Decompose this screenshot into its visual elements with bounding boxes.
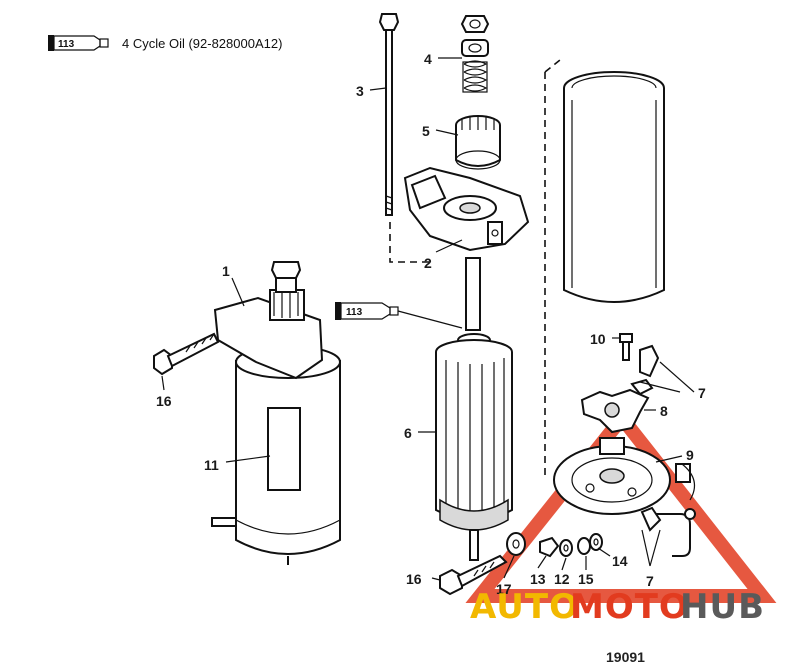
callout-8: 8 [660, 403, 668, 419]
legend-text: 4 Cycle Oil (92-828000A12) [122, 36, 282, 51]
callout-5: 5 [422, 123, 430, 139]
callout-9: 9 [686, 447, 694, 463]
callout-7-bottom: 7 [646, 573, 654, 589]
watermark-triangle [465, 406, 777, 603]
callout-12: 12 [554, 571, 570, 587]
callout-1: 1 [222, 263, 230, 279]
mounting-bolt-upper [153, 332, 220, 376]
callouts: 1 2 3 4 5 6 7 7 8 9 10 11 12 13 14 15 16… [156, 51, 706, 597]
washer [506, 532, 526, 556]
callout-11: 11 [204, 457, 219, 473]
drive-pinion [455, 115, 501, 170]
leader-lines [161, 57, 695, 581]
callout-3: 3 [356, 83, 364, 99]
lube-tube-code: 113 [346, 307, 363, 318]
armature [435, 257, 513, 561]
brush-screw [619, 333, 633, 361]
starter-motor-assembly [211, 261, 341, 565]
watermark-hub: HUB [680, 587, 765, 627]
through-bolt [378, 13, 400, 216]
callout-7-top: 7 [698, 385, 706, 401]
commutator-end-cap [553, 437, 691, 515]
small-hardware [539, 533, 603, 558]
nut-spring-stack [460, 15, 490, 93]
brush-terminal-top [630, 344, 660, 396]
legend: 113 4 Cycle Oil (92-828000A12) [48, 35, 282, 51]
callout-16-lower: 16 [406, 571, 422, 587]
motor-frame-sleeve [563, 71, 665, 303]
watermark-auto: AUTO [470, 587, 579, 627]
drive-end-bracket [403, 166, 530, 252]
callout-17: 17 [496, 581, 512, 597]
watermark-moto: MOTO [570, 587, 689, 627]
figure-number: 19091 [606, 649, 645, 665]
callout-16-upper: 16 [156, 393, 172, 409]
callout-2: 2 [424, 255, 432, 271]
callout-14: 14 [612, 553, 628, 569]
callout-15: 15 [578, 571, 594, 587]
callout-6: 6 [404, 425, 412, 441]
brush-terminal-bottom [640, 463, 696, 557]
lube-tube-armature: 113 [335, 302, 463, 329]
lube-tube-icon [48, 35, 109, 51]
brush-holder [580, 388, 650, 434]
legend-tube-code: 113 [58, 39, 75, 50]
callout-4: 4 [424, 51, 432, 67]
mounting-bolt-lower [439, 554, 508, 596]
callout-13: 13 [530, 571, 546, 587]
callout-10: 10 [590, 331, 606, 347]
watermark-text: AUTO MOTO HUB [470, 587, 765, 627]
assembly-guide-lines [389, 59, 561, 480]
